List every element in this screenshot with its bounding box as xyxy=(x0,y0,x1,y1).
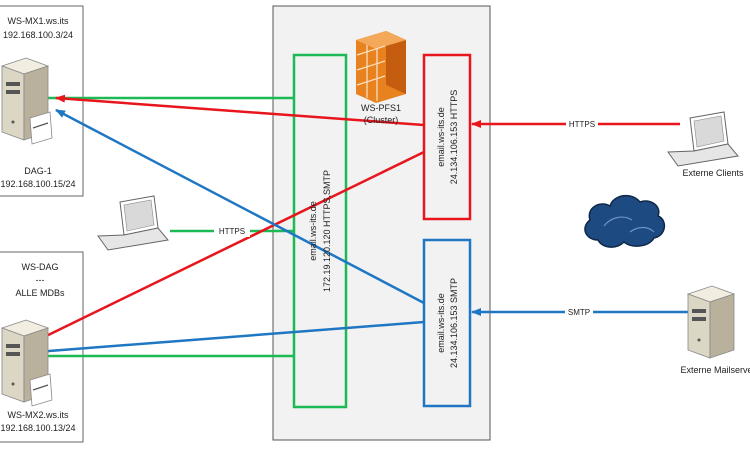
mx2-ip: 192.168.100.13/24 xyxy=(0,423,75,433)
https-internal-label: HTTPS xyxy=(219,227,245,236)
blue-vip-hostname: email.ws-its.de xyxy=(436,293,446,353)
label-bg xyxy=(566,118,598,130)
ws-dag-title: WS-DAG xyxy=(22,262,59,272)
smtp-external-label: SMTP xyxy=(568,308,590,317)
blue-arrow-to-mx1 xyxy=(55,108,425,305)
external-mailserver-label: Externe Mailserver xyxy=(680,365,750,375)
server-mx2-icon xyxy=(0,319,53,407)
label-bg xyxy=(214,225,250,237)
mx1-hostname: WS-MX1.ws.its xyxy=(7,16,69,26)
mx1-ip: 192.168.100.3/24 xyxy=(3,30,73,40)
external-mailserver-icon xyxy=(686,285,736,359)
cloud-icon xyxy=(584,194,666,248)
firewall-icon xyxy=(356,31,406,103)
dag1-ip: 192.168.100.15/24 xyxy=(0,179,75,189)
https-external-label: HTTPS xyxy=(569,120,595,129)
ws-dag-separator: --- xyxy=(36,275,45,285)
blue-arrow-to-mx2 xyxy=(35,320,425,356)
red-vip-box xyxy=(422,53,472,221)
server-mx1-icon xyxy=(0,57,53,145)
external-clients-laptop-icon xyxy=(667,111,739,167)
internal-laptop-icon xyxy=(97,195,169,251)
red-vip-hostname: email.ws-its.de xyxy=(436,107,446,167)
dag1-name: DAG-1 xyxy=(24,166,52,176)
red-arrow-to-mx1 xyxy=(55,94,425,127)
firewall-note: (Cluster) xyxy=(364,115,399,125)
red-vip-address: 24.134.106.153 HTTPS xyxy=(449,90,459,185)
blue-vip-address: 24.134.106.153 SMTP xyxy=(449,278,459,368)
green-vip-hostname: email.ws-its.de xyxy=(308,201,318,261)
red-arrow-to-mx2 xyxy=(37,150,425,342)
green-vip-address: 172.19.120.120 HTTPS,SMTP xyxy=(322,170,332,292)
ws-dag-mdbs: ALLE MDBs xyxy=(15,288,65,298)
external-clients-label: Externe Clients xyxy=(682,168,744,178)
firewall-name: WS-PFS1 xyxy=(361,103,401,113)
mx2-hostname: WS-MX2.ws.its xyxy=(7,410,69,420)
label-bg xyxy=(565,306,593,318)
